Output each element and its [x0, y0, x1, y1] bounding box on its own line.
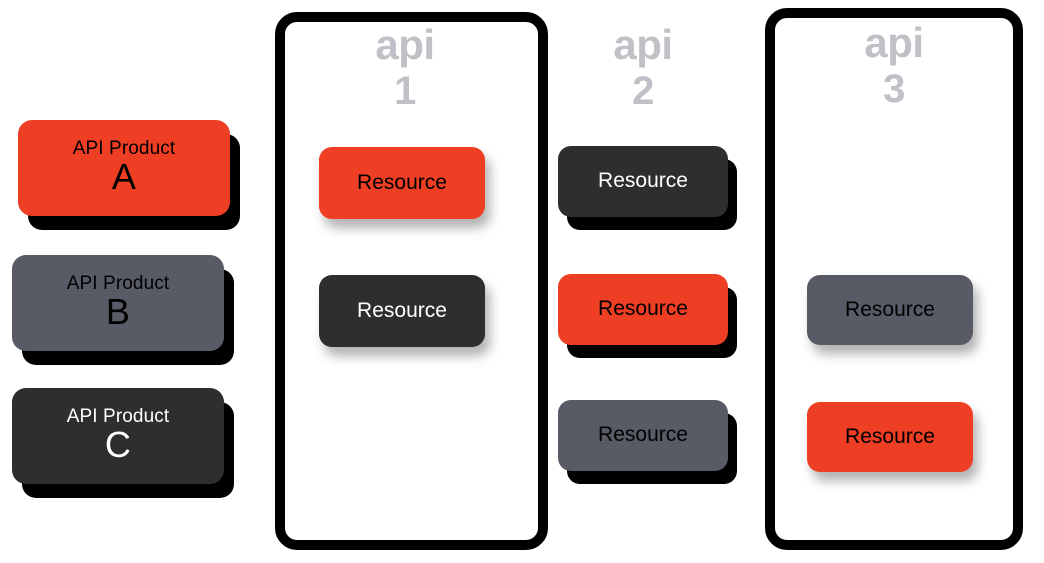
resource-label: Resource: [845, 424, 935, 448]
api-product-label: API Product: [66, 405, 170, 427]
resource-chip[interactable]: Resource: [558, 400, 728, 471]
api-title-word: api: [613, 21, 673, 68]
api-product-label: API Product: [72, 137, 176, 159]
api-product-letter: B: [105, 291, 131, 333]
resource-chip[interactable]: Resource: [807, 275, 973, 345]
resource-chip[interactable]: Resource: [319, 147, 485, 219]
resource-label: Resource: [598, 297, 688, 321]
resource-chip[interactable]: Resource: [319, 275, 485, 347]
resource-chip[interactable]: Resource: [807, 402, 973, 472]
api-title-number: 3: [883, 67, 905, 111]
api-title-number: 1: [394, 69, 416, 113]
resource-label: Resource: [845, 297, 935, 321]
resource-label: Resource: [357, 298, 447, 322]
api-product-label: API Product: [66, 272, 170, 294]
resource-label: Resource: [357, 170, 447, 194]
resource-chip[interactable]: Resource: [558, 274, 728, 345]
api-title-number: 2: [632, 69, 654, 113]
api-title-word: api: [375, 21, 435, 68]
resource-chip[interactable]: Resource: [558, 146, 728, 217]
api-product-letter: A: [111, 156, 137, 198]
api-title-word: api: [864, 19, 924, 66]
resource-label: Resource: [598, 423, 688, 447]
api-product-letter: C: [104, 424, 132, 466]
resource-label: Resource: [598, 169, 688, 193]
